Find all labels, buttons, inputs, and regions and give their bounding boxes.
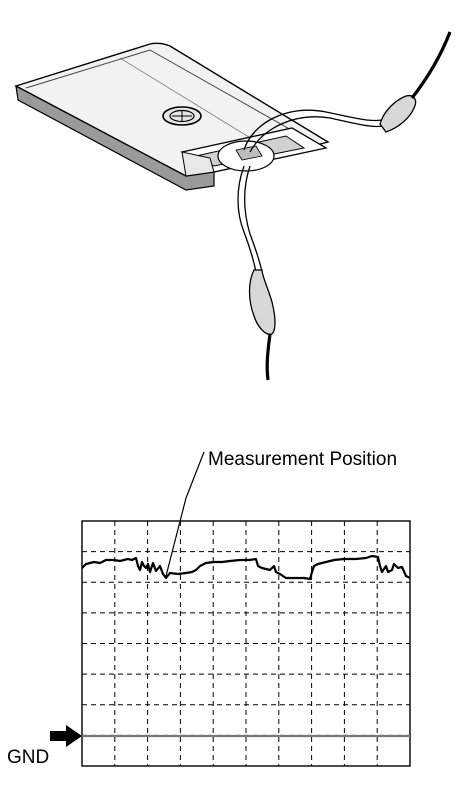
oscilloscope-graph	[50, 451, 411, 767]
upper-probe-clip	[379, 94, 417, 133]
lower-lead-wire-a	[237, 165, 257, 273]
card-front-tab	[181, 151, 215, 177]
sensor-illustration	[14, 42, 330, 191]
card-divider-line	[119, 57, 271, 151]
gnd-arrow	[50, 725, 82, 747]
upper-lead-wire-b	[249, 116, 393, 153]
lower-cable	[265, 333, 272, 381]
probe-leads	[237, 31, 452, 381]
lower-probe-clip	[248, 269, 276, 335]
lower-lead-wire-b	[244, 165, 263, 273]
card-border-line	[25, 49, 317, 145]
measurement-position-label: Measurement Position	[208, 449, 397, 470]
gnd-label: GND	[7, 747, 49, 768]
upper-lead-wire-a	[243, 109, 391, 151]
waveform-trace	[81, 554, 411, 581]
upper-cable	[410, 31, 452, 99]
sensor-disc-contact	[235, 145, 263, 161]
logo-emblem	[162, 106, 202, 126]
measurement-leader-line	[165, 451, 205, 577]
